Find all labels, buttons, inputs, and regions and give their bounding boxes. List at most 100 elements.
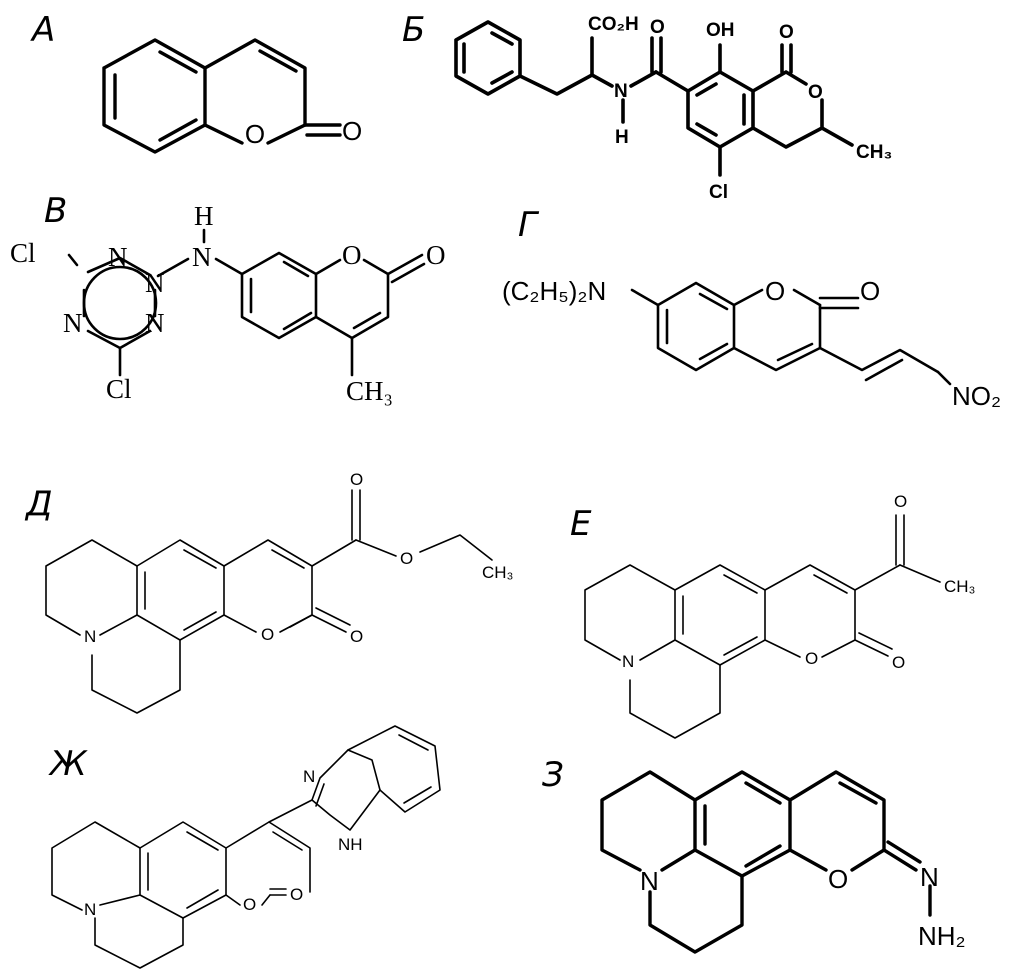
atom-v-cl-top: Cl: [10, 238, 36, 268]
bond-a-pyranone: [203, 38, 307, 127]
structure-e: Е O CH₃ N O O: [570, 492, 975, 739]
bond-d-ethyl: [419, 534, 493, 561]
bond-zh-link: [268, 799, 313, 823]
bond-b-arom-d3: [695, 122, 718, 137]
atom-a-o-ring: O: [245, 119, 265, 149]
structure-d: Д O O CH₃ N: [24, 470, 513, 714]
atom-b-oh: OH: [706, 20, 735, 41]
bond-g-o2: [792, 288, 822, 307]
bond-v-tz-1: [86, 256, 152, 277]
atom-b-o-amide: O: [650, 17, 665, 38]
bond-b-arom-d1: [695, 82, 718, 97]
bond-b-ch3: [820, 126, 854, 147]
bond-z-benzene: [693, 770, 792, 878]
bond-v-tz-aromatic: [82, 265, 158, 341]
bond-d-benz-d3: [183, 611, 217, 631]
bond-z-cn1: [882, 848, 918, 872]
structure-a: А O O: [30, 10, 362, 154]
atom-b-cl: Cl: [709, 182, 728, 203]
atom-v-o-ring: O: [342, 240, 362, 270]
bond-v-pyr: [314, 272, 390, 340]
bond-b-n-c: [629, 70, 658, 88]
structure-g: Г (C₂H₅)₂N O O NO₂: [502, 205, 1001, 411]
bond-a-co2: [266, 123, 307, 145]
bond-zh-benzene: [139, 821, 227, 919]
bond-g-vinyl: [818, 346, 940, 374]
bond-v-cl-top: [67, 253, 79, 267]
bond-d-o2: [279, 614, 313, 633]
atom-g-o-ring: O: [765, 276, 785, 306]
bond-zh-jul-top: [51, 821, 141, 911]
bond-zh-benz2-d2: [403, 786, 432, 804]
bond-e-o1: [764, 639, 801, 658]
bond-g-o1: [732, 288, 764, 307]
atom-a-o-carbonyl: O: [342, 116, 362, 146]
bond-z-o2: [850, 848, 886, 872]
atom-d-o-ester: O: [400, 549, 413, 568]
bond-b-amide-ring: [654, 70, 690, 93]
atom-z-o-ring: O: [828, 864, 848, 894]
atom-d-ch3: CH₃: [482, 563, 513, 582]
bond-e-benz-d3: [723, 636, 758, 656]
bond-z-cn2: [886, 840, 922, 864]
bond-e-acetyl: [854, 564, 901, 591]
panel-label-zh: Ж: [48, 744, 88, 784]
atom-e-ch3: CH₃: [944, 577, 975, 596]
bonds-z: [600, 770, 932, 954]
bond-e-pyr-d: [813, 574, 848, 594]
atom-b-o-lactone: O: [779, 22, 794, 43]
atom-z-n: N: [640, 866, 659, 896]
bond-g-vinyl-d: [864, 358, 904, 382]
bond-zh-benz-d2: [186, 831, 219, 851]
bond-d-benzene: [136, 539, 225, 641]
bond-zh-pyr-d: [272, 831, 303, 851]
bonds-g: [630, 281, 952, 386]
bonds-v: [67, 228, 426, 377]
bond-e-pyr: [764, 564, 856, 641]
panel-label-b: Б: [402, 10, 425, 50]
panel-label-z: З: [542, 755, 564, 795]
atom-v-n4: N: [145, 308, 165, 338]
bond-g-n-ring: [630, 288, 660, 307]
bond-a-benzene: [102, 38, 207, 154]
bond-d-co1: [311, 614, 347, 633]
bond-z-jul-top: [600, 770, 697, 872]
atom-zh-n: N: [84, 900, 96, 919]
bond-b-to-n: [590, 73, 614, 88]
panel-label-g: Г: [518, 205, 540, 245]
atom-zh-o-ring: O: [243, 895, 256, 914]
atom-v-ch3: CH₃: [346, 376, 393, 406]
atom-v-n1: N: [108, 242, 128, 272]
bond-e-jul-top: [584, 564, 676, 661]
atom-b-h: H: [615, 127, 629, 148]
atom-z-n-hydrazone: N: [920, 862, 939, 892]
bond-z-pyr: [788, 770, 886, 852]
atom-v-n3: N: [63, 308, 83, 338]
panel-label-v: В: [44, 191, 67, 231]
atom-e-n: N: [622, 652, 634, 671]
bond-g-benzene: [656, 281, 736, 372]
bond-d-jul-top: [45, 539, 138, 636]
bond-d-pyr: [223, 539, 313, 628]
bond-e-benzene: [674, 564, 766, 666]
atom-d-o-carbonyl: O: [350, 627, 363, 646]
bond-v-benz-d3: [282, 260, 310, 278]
structure-zh: Ж N NH N O O: [48, 725, 441, 969]
bond-d-n-c: [99, 614, 138, 636]
bond-z-o1: [788, 848, 828, 872]
atom-v-n-amine: N: [192, 242, 212, 272]
bond-zh-benz2-d1: [398, 734, 429, 751]
atom-v-h: H: [194, 201, 214, 231]
bonds-e: [584, 514, 941, 739]
bond-z-n-c: [660, 848, 697, 872]
bond-v-nh-2: [214, 257, 244, 276]
bond-g-benz-d2: [698, 292, 729, 311]
bond-b-lactone-2: [751, 98, 824, 149]
atom-e-o-ring: O: [805, 649, 818, 668]
bond-a-inner-3: [158, 118, 198, 142]
bond-d-ester-o: [355, 539, 397, 557]
bond-v-co1: [386, 253, 424, 276]
atom-v-n2: N: [145, 268, 165, 298]
